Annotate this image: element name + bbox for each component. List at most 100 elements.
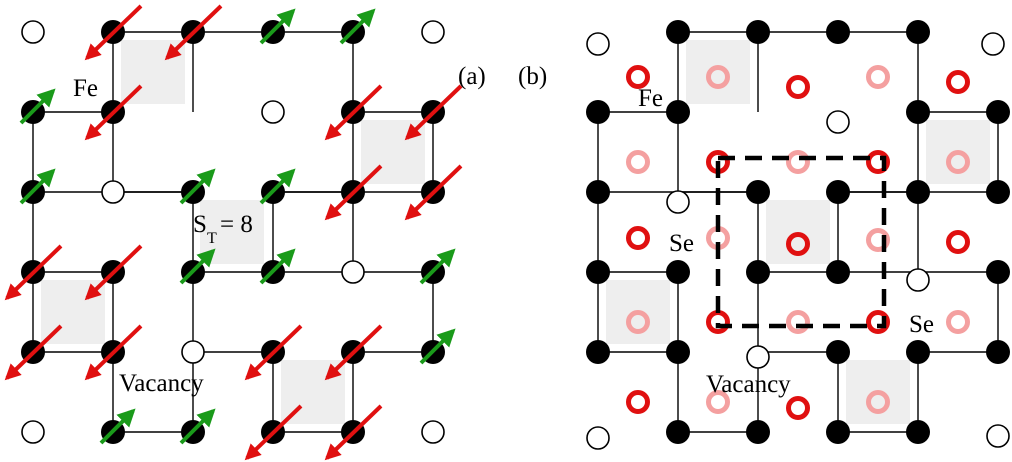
fe-atom (666, 20, 690, 44)
spin-up-arrow-icon (259, 8, 296, 45)
se-lower-atom-icon (866, 65, 890, 89)
se-upper-atom-icon (946, 230, 970, 254)
spin-down-arrow-icon (404, 84, 463, 141)
vacancy-icon (746, 345, 770, 369)
fe-atom (986, 100, 1010, 124)
panel-b: (b) Fe Se Se Vacancy (518, 20, 1010, 450)
spin-up-arrow-icon (339, 8, 376, 45)
spin-label-symbol: S (193, 211, 207, 238)
fe-atom (666, 100, 690, 124)
spin-down-arrow-icon (324, 324, 383, 381)
panel-b-vacancies (586, 32, 1010, 450)
panel-a-fe-label: Fe (73, 75, 98, 102)
fe-atom (906, 420, 930, 444)
spin-up-arrow-icon (179, 168, 216, 205)
fe-atom (666, 420, 690, 444)
se-lower-atom-icon (786, 310, 810, 334)
vacancy-icon (101, 180, 125, 204)
se-upper-atom-icon (946, 70, 970, 94)
se-upper-atom-icon (786, 232, 810, 256)
se-lower-atom-icon (946, 150, 970, 174)
spin-up-arrow-icon (99, 408, 136, 445)
spin-down-arrow-icon (244, 324, 303, 381)
vacancy-icon (261, 100, 285, 124)
fe-atom (746, 260, 770, 284)
vacancy-icon (421, 420, 445, 444)
vacancy-icon (986, 424, 1010, 448)
panel-b-se-label-right: Se (909, 311, 934, 338)
panel-b-fe-label: Fe (638, 85, 663, 112)
spin-up-arrow-icon (19, 168, 56, 205)
panel-a-total-spin-label: S T = 8 (193, 211, 253, 247)
vacancy-icon (181, 340, 205, 364)
panel-a-vacancies (21, 20, 445, 444)
se-upper-atom-icon (626, 226, 650, 250)
fe-atom (746, 420, 770, 444)
spin-down-arrow-icon (324, 164, 383, 221)
vacancy-icon (21, 420, 45, 444)
spin-down-arrow-icon (404, 164, 463, 221)
panel-b-se-atoms (626, 65, 970, 420)
vacancy-icon (981, 32, 1005, 56)
spin-label-subscript: T (207, 230, 217, 247)
spin-down-arrow-icon (4, 244, 63, 301)
vacancy-icon (826, 110, 850, 134)
spin-up-arrow-icon (419, 328, 456, 365)
spin-down-arrow-icon (84, 244, 143, 301)
se-lower-atom-icon (626, 310, 650, 334)
se-upper-atom-icon (626, 390, 650, 414)
spin-up-arrow-icon (419, 248, 456, 285)
vacancy-icon (906, 268, 930, 292)
fe-atom (746, 180, 770, 204)
spin-down-arrow-icon (244, 404, 303, 461)
se-upper-atom-icon (706, 310, 730, 334)
se-lower-atom-icon (866, 228, 890, 252)
se-lower-atom-icon (706, 65, 730, 89)
spin-down-arrow-icon (324, 84, 383, 141)
unit-cell-outline (715, 155, 887, 329)
vacancy-icon (421, 20, 445, 44)
spin-up-arrow-icon (19, 88, 56, 125)
fe-bond-2 (597, 112, 999, 433)
spin-up-arrow-icon (259, 168, 296, 205)
spin-down-arrow-icon (324, 404, 383, 461)
fe-atom (746, 20, 770, 44)
se-upper-atom-icon (866, 150, 890, 174)
fe-bond-2 (32, 112, 434, 433)
fe-atom (906, 180, 930, 204)
fe-atom (906, 100, 930, 124)
spin-label-value: = 8 (220, 211, 253, 238)
panel-a-tag: (a) (458, 63, 486, 90)
fe-atom (826, 180, 850, 204)
fe-atom (906, 20, 930, 44)
spin-up-arrow-icon (179, 248, 216, 285)
se-upper-atom-icon (786, 396, 810, 420)
block-shade-0 (686, 40, 750, 104)
spin-down-arrow-icon (4, 324, 63, 381)
panel-a-vacancy-label: Vacancy (119, 370, 204, 397)
fe-atom (826, 20, 850, 44)
fe-atom (586, 100, 610, 124)
spin-up-arrow-icon (179, 408, 216, 445)
vacancy-icon (586, 32, 610, 56)
fe-atom (666, 340, 690, 364)
se-upper-atom-icon (626, 65, 650, 89)
fe-atom (586, 260, 610, 284)
fe-atom (826, 340, 850, 364)
se-upper-atom-icon (786, 75, 810, 99)
panel-a: Fe (a) Vacancy S T = 8 (4, 4, 486, 461)
fe-atom (986, 340, 1010, 364)
se-upper-atom-icon (866, 310, 890, 334)
spin-down-arrow-icon (84, 4, 143, 61)
panel-b-se-label-left: Se (669, 230, 694, 257)
panel-b-fe-atoms (586, 20, 1010, 444)
fe-atom (906, 340, 930, 364)
se-lower-atom-icon (946, 310, 970, 334)
se-lower-atom-icon (626, 150, 650, 174)
fe-atom (986, 260, 1010, 284)
fe-atom (986, 180, 1010, 204)
spin-down-arrow-icon (164, 4, 223, 61)
panel-a-spin-arrows (4, 4, 463, 461)
fe-atom (826, 260, 850, 284)
